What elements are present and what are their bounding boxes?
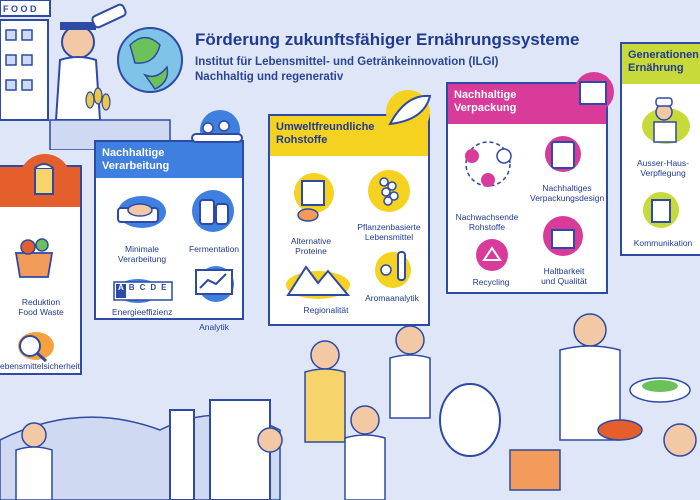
energy-letter-d: D [150,283,162,292]
plant-based-icon [368,170,410,212]
label-ausser-haus-verpflegung: Ausser-Haus- Verpflegung [637,158,689,178]
card-rohstoffe-header: Umweltfreundliche Rohstoffe [270,116,428,156]
label-lebensmittelsicherheit: ebensmittelsicherheit [0,361,80,371]
alternative-proteins-icon [294,173,334,222]
label-aromaanalytik: Aromaanalytik [365,293,419,303]
svg-text:F O O D: F O O D [3,4,37,14]
renewable-cycle-icon [465,141,512,187]
mountains-icon [286,265,351,299]
label-regionalitaet: Regionalität [303,305,349,315]
institute-name: Institut für Lebensmittel- und Getränkei… [195,56,499,68]
analytics-monitor-icon [195,266,234,302]
food-waste-crate-icon [14,238,54,278]
label-kommunikation: Kommunikation [633,238,693,248]
page-title: Förderung zukunftsfähiger Ernährungssyst… [195,30,580,49]
packaging-box-icon [574,72,614,112]
fermentation-jar-icon [192,190,234,232]
energy-letter-c: C [139,283,151,292]
label-recycling: Recycling [472,277,510,287]
energy-letters: ABCDE [118,283,171,292]
card-generationen-header: Generationen Ernährung [622,44,700,84]
energy-letter-a: A [118,283,129,292]
energy-letter-e: E [161,283,172,292]
label-analytik: Analytik [199,322,229,332]
recycling-icon [476,239,508,271]
label-verpackungsdesign: Nachhaltiges Verpackungsdesign [530,183,605,203]
people-scene [0,313,697,500]
chef-icon [642,97,690,144]
shelf-life-icon [543,216,583,256]
conveyor-icon [191,110,243,150]
label-reduktion-food-waste: Reduktion Food Waste [18,297,64,317]
communication-icon [643,192,679,228]
tagline: Nachhaltig und regenerativ [195,71,344,83]
minimal-processing-icon [117,196,166,228]
label-fermentation: Fermentation [188,244,240,254]
energy-label-icon [113,279,173,303]
food-safety-icon [18,332,54,363]
label-energieeffizienz: Energieeffizienz [112,307,173,317]
label-haltbarkeit-qualitaet: Haltbarkeit und Qualität [541,266,587,286]
campus-building-illustration: F O O D [0,0,183,150]
aroma-tube-icon [375,251,411,288]
energy-letter-b: B [128,283,140,292]
beer-icon [19,154,71,206]
packaging-design-icon [545,136,581,172]
label-alternative-proteine: Alternative Proteine [290,236,332,256]
label-minimale-verarbeitung: Minimale Verarbeitung [117,244,167,264]
label-pflanzenbasierte-lebensmittel: Pflanzenbasierte Lebensmittel [357,222,421,242]
leaf-icon [386,90,432,134]
label-nachwachsende-rohstoffe: Nachwachsende Rohstoffe [455,212,519,232]
